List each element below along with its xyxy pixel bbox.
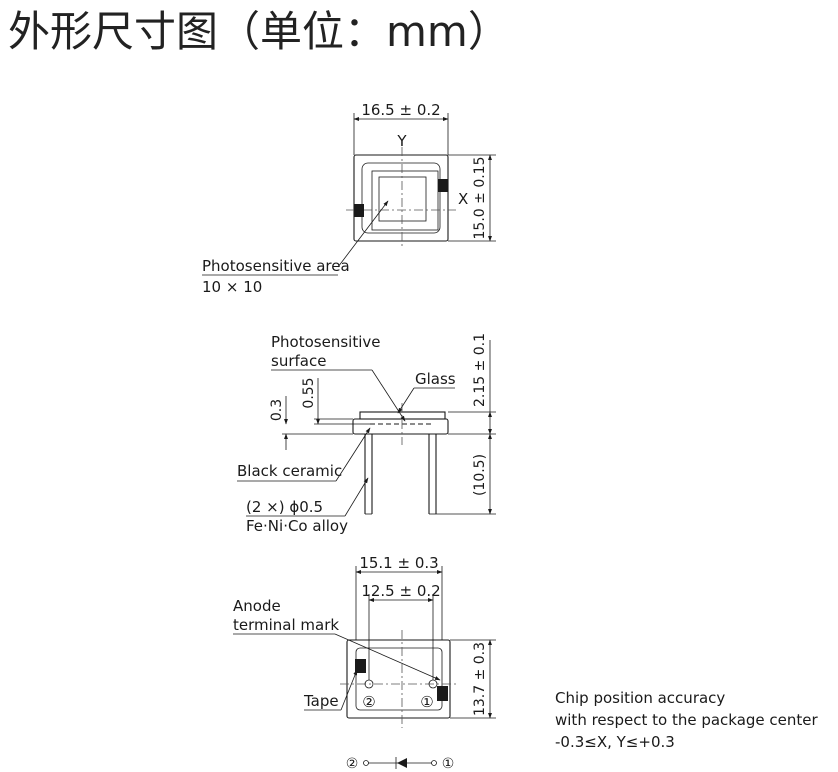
top-window-frame (361, 162, 441, 234)
ceramic-body (352, 418, 449, 435)
top-width-dimension: 16.5 ± 0.2 (361, 101, 440, 119)
top-height-dimension: 15.0 ± 0.15 (472, 157, 488, 240)
note-line-1: Chip position accuracy (555, 689, 725, 707)
lead-leader (344, 477, 369, 517)
bottom-inner-frame (355, 647, 443, 711)
schematic-pin1: ① (442, 756, 455, 772)
note-line-2: with respect to the package center (555, 711, 819, 729)
page-title: 外形尺寸图（单位：mm） (8, 7, 510, 56)
top-view: 16.5 ± 0.2 15.0 ± 0.15 Y X Photosensitiv… (202, 101, 496, 296)
top-terminal-pad-left (354, 204, 364, 217)
tape-label: Tape (303, 692, 339, 710)
photosensitive-surface-label-2: surface (271, 352, 326, 370)
top-package-outline (353, 154, 449, 242)
axis-y-label: Y (396, 132, 407, 150)
side-view: 2.15 ± 0.1 (10.5) 0.55 0.3 Photosensitiv… (237, 333, 496, 535)
top-window-inner (371, 170, 439, 231)
glass-leader (397, 387, 415, 414)
glass-label: Glass (415, 370, 456, 388)
photosensitive-area (378, 176, 427, 222)
schematic-pin2: ② (346, 756, 359, 772)
diode-symbol (397, 758, 407, 768)
bottom-package-outline (346, 639, 451, 719)
bottom-height-dimension: 13.7 ± 0.3 (472, 642, 488, 716)
note-line-3: -0.3≤X, Y≤+0.3 (555, 733, 675, 751)
anode-terminal-mark (355, 659, 366, 673)
anode-label-1: Anode (233, 597, 281, 615)
side-height-dimension: 2.15 ± 0.1 (472, 333, 488, 407)
photosensitive-area-label: Photosensitive area (202, 257, 350, 275)
photosensitive-surface-leader (371, 369, 406, 422)
black-ceramic-label: Black ceramic (237, 462, 342, 480)
lead-length-dimension: (10.5) (472, 454, 488, 496)
lead-material-label: Fe·Ni·Co alloy (246, 517, 348, 535)
top-terminal-pad-right (438, 179, 448, 192)
outer-width-dimension: 15.1 ± 0.3 (359, 554, 438, 572)
bottom-pin1-label: ① (420, 693, 433, 711)
chip-position-note: Chip position accuracy with respect to t… (555, 689, 819, 751)
dim-055-label: 0.55 (301, 377, 317, 408)
inner-width-dimension: 12.5 ± 0.2 (361, 582, 440, 600)
tape-leader (340, 669, 358, 711)
bottom-view: ② ① 15.1 ± 0.3 12.5 ± 0.2 13.7 ± 0.3 Ano… (233, 554, 496, 728)
photosensitive-area-value: 10 × 10 (202, 278, 262, 296)
anode-label-2: terminal mark (233, 616, 339, 634)
axis-x-label: X (458, 190, 468, 208)
photosensitive-surface-label-1: Photosensitive (271, 333, 380, 351)
black-ceramic-leader (335, 427, 371, 482)
bottom-terminal-pad (437, 686, 448, 701)
lead-diameter-label: (2 ×) ϕ0.5 (246, 498, 323, 516)
dim-03-label: 0.3 (269, 399, 285, 421)
photosensitive-area-leader (337, 200, 389, 268)
bottom-pin2-label: ② (362, 693, 375, 711)
anode-leader (334, 633, 441, 681)
diode-schematic: ② ① (346, 756, 455, 772)
glass-window (359, 411, 446, 420)
